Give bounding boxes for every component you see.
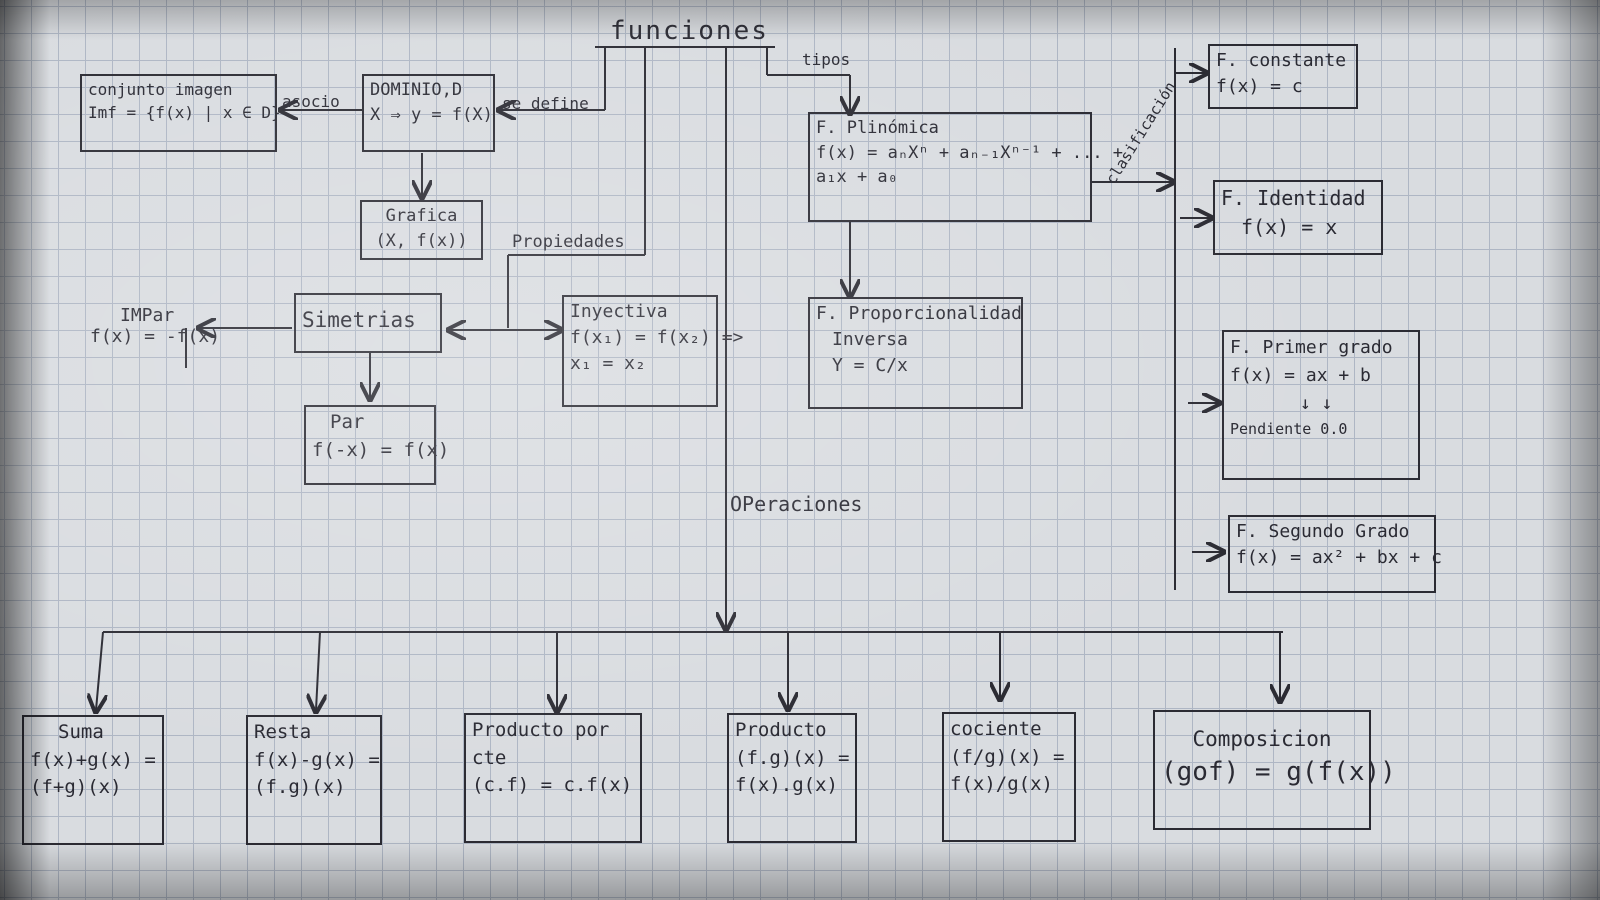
proporcionalidad-title: F. Proporcionalidad (816, 303, 1022, 324)
inyectiva-box: Inyectiva f(x₁) = f(x₂) => x₁ = x₂ (562, 295, 744, 407)
producto-box: Producto (f.g)(x) = f(x).g(x) (727, 713, 857, 843)
conjunto-imagen-box: conjunto imagen Imf = {f(x) | x ∈ D} (80, 74, 281, 152)
label-tipos: tipos (802, 50, 851, 69)
par-title: Par (330, 411, 365, 433)
primer-grado-notes: Pendiente 0.0 (1230, 419, 1348, 438)
dominio-title: DOMINIO,D (370, 80, 463, 100)
grafica-formula: (X, f(x)) (375, 230, 468, 251)
inyectiva-formula: f(x₁) = f(x₂) => (570, 327, 744, 349)
polinomica-title: F. Plinómica (816, 118, 939, 138)
producto-result: f(x).g(x) (735, 774, 838, 797)
composicion-box: Composicion (gof) = g(f(x)) (1153, 710, 1396, 830)
producto-title: Producto (735, 719, 827, 741)
constante-formula: f(x) = c (1216, 76, 1303, 98)
producto-por-cte-subtitle: cte (472, 746, 507, 769)
producto-por-cte-box: Producto por cte (c.f) = c.f(x) (464, 713, 642, 843)
resta-result: (f.g)(x) (254, 776, 346, 799)
polinomica-formula-end: a₁x + a₀ (816, 167, 898, 188)
inyectiva-conclusion: x₁ = x₂ (570, 353, 646, 375)
label-propiedades: Propiedades (512, 232, 625, 252)
resta-formula: f(x)-g(x) = (254, 748, 380, 771)
cociente-result: f(x)/g(x) (950, 773, 1053, 796)
conjunto-imagen-title: conjunto imagen (88, 80, 233, 99)
producto-formula: (f.g)(x) = (735, 746, 850, 769)
resta-title: Resta (254, 721, 312, 743)
label-se-define: se define (502, 94, 589, 113)
composicion-formula: (gof) = g(f(x)) (1161, 757, 1396, 788)
constante-title: F. constante (1216, 50, 1347, 71)
impar-title: IMPar (120, 305, 175, 326)
polinomica-formula: f(x) = aₙXⁿ + aₙ₋₁Xⁿ⁻¹ + ... + (816, 142, 1124, 163)
simetrias-box: Simetrias (294, 293, 442, 353)
constante-box: F. constante f(x) = c (1208, 44, 1358, 109)
suma-result: (f+g)(x) (30, 776, 122, 799)
polinomica-box: F. Plinómica f(x) = aₙXⁿ + aₙ₋₁Xⁿ⁻¹ + ..… (808, 112, 1124, 222)
grafica-box: Grafica (X, f(x)) (360, 200, 483, 260)
primer-grado-arrows: ↓ ↓ (1300, 392, 1333, 414)
identidad-box: F. Identidad f(x) = x (1213, 180, 1383, 255)
conjunto-imagen-formula: Imf = {f(x) | x ∈ D} (88, 103, 281, 123)
suma-title: Suma (58, 721, 104, 743)
impar-formula: f(x) = -f(x) (90, 326, 221, 347)
composicion-title: Composicion (1192, 727, 1332, 751)
dominio-formula: X ⇒ y = f(X) (370, 104, 493, 125)
proporcionalidad-box: F. Proporcionalidad Inversa Y = C/x (808, 297, 1023, 409)
grafica-title: Grafica (385, 206, 458, 226)
proporcionalidad-subtitle: Inversa (832, 329, 908, 351)
primer-grado-title: F. Primer grado (1230, 337, 1393, 358)
primer-grado-formula: f(x) = ax + b (1230, 364, 1371, 386)
simetrias-title: Simetrias (302, 308, 416, 332)
proporcionalidad-formula: Y = C/x (832, 355, 908, 377)
producto-por-cte-title: Producto por (472, 719, 610, 741)
segundo-grado-box: F. Segundo Grado f(x) = ax² + bx + c (1228, 515, 1442, 593)
inyectiva-title: Inyectiva (570, 301, 668, 322)
dominio-box: DOMINIO,D X ⇒ y = f(X) (362, 74, 495, 152)
par-formula: f(-x) = f(x) (312, 438, 450, 461)
diagram-title: funciones (610, 16, 769, 46)
label-asocio: asocio (282, 92, 340, 111)
segundo-grado-title: F. Segundo Grado (1236, 521, 1410, 542)
suma-box: Suma f(x)+g(x) = (f+g)(x) (22, 715, 164, 845)
par-box: Par f(-x) = f(x) (304, 405, 450, 485)
cociente-box: cociente (f/g)(x) = f(x)/g(x) (942, 712, 1076, 842)
primer-grado-box: F. Primer grado f(x) = ax + b ↓ ↓ Pendie… (1222, 330, 1420, 480)
impar-side-line (185, 328, 187, 368)
identidad-formula: f(x) = x (1241, 215, 1338, 239)
cociente-title: cociente (950, 718, 1042, 740)
segundo-grado-formula: f(x) = ax² + bx + c (1236, 547, 1442, 569)
label-operaciones: OPeraciones (730, 492, 863, 516)
suma-formula: f(x)+g(x) = (30, 748, 156, 771)
impar-label: IMPar f(x) = -f(x) (90, 305, 220, 347)
identidad-title: F. Identidad (1221, 186, 1366, 210)
cociente-formula: (f/g)(x) = (950, 745, 1065, 768)
producto-por-cte-formula: (c.f) = c.f(x) (472, 774, 633, 797)
resta-box: Resta f(x)-g(x) = (f.g)(x) (246, 715, 382, 845)
